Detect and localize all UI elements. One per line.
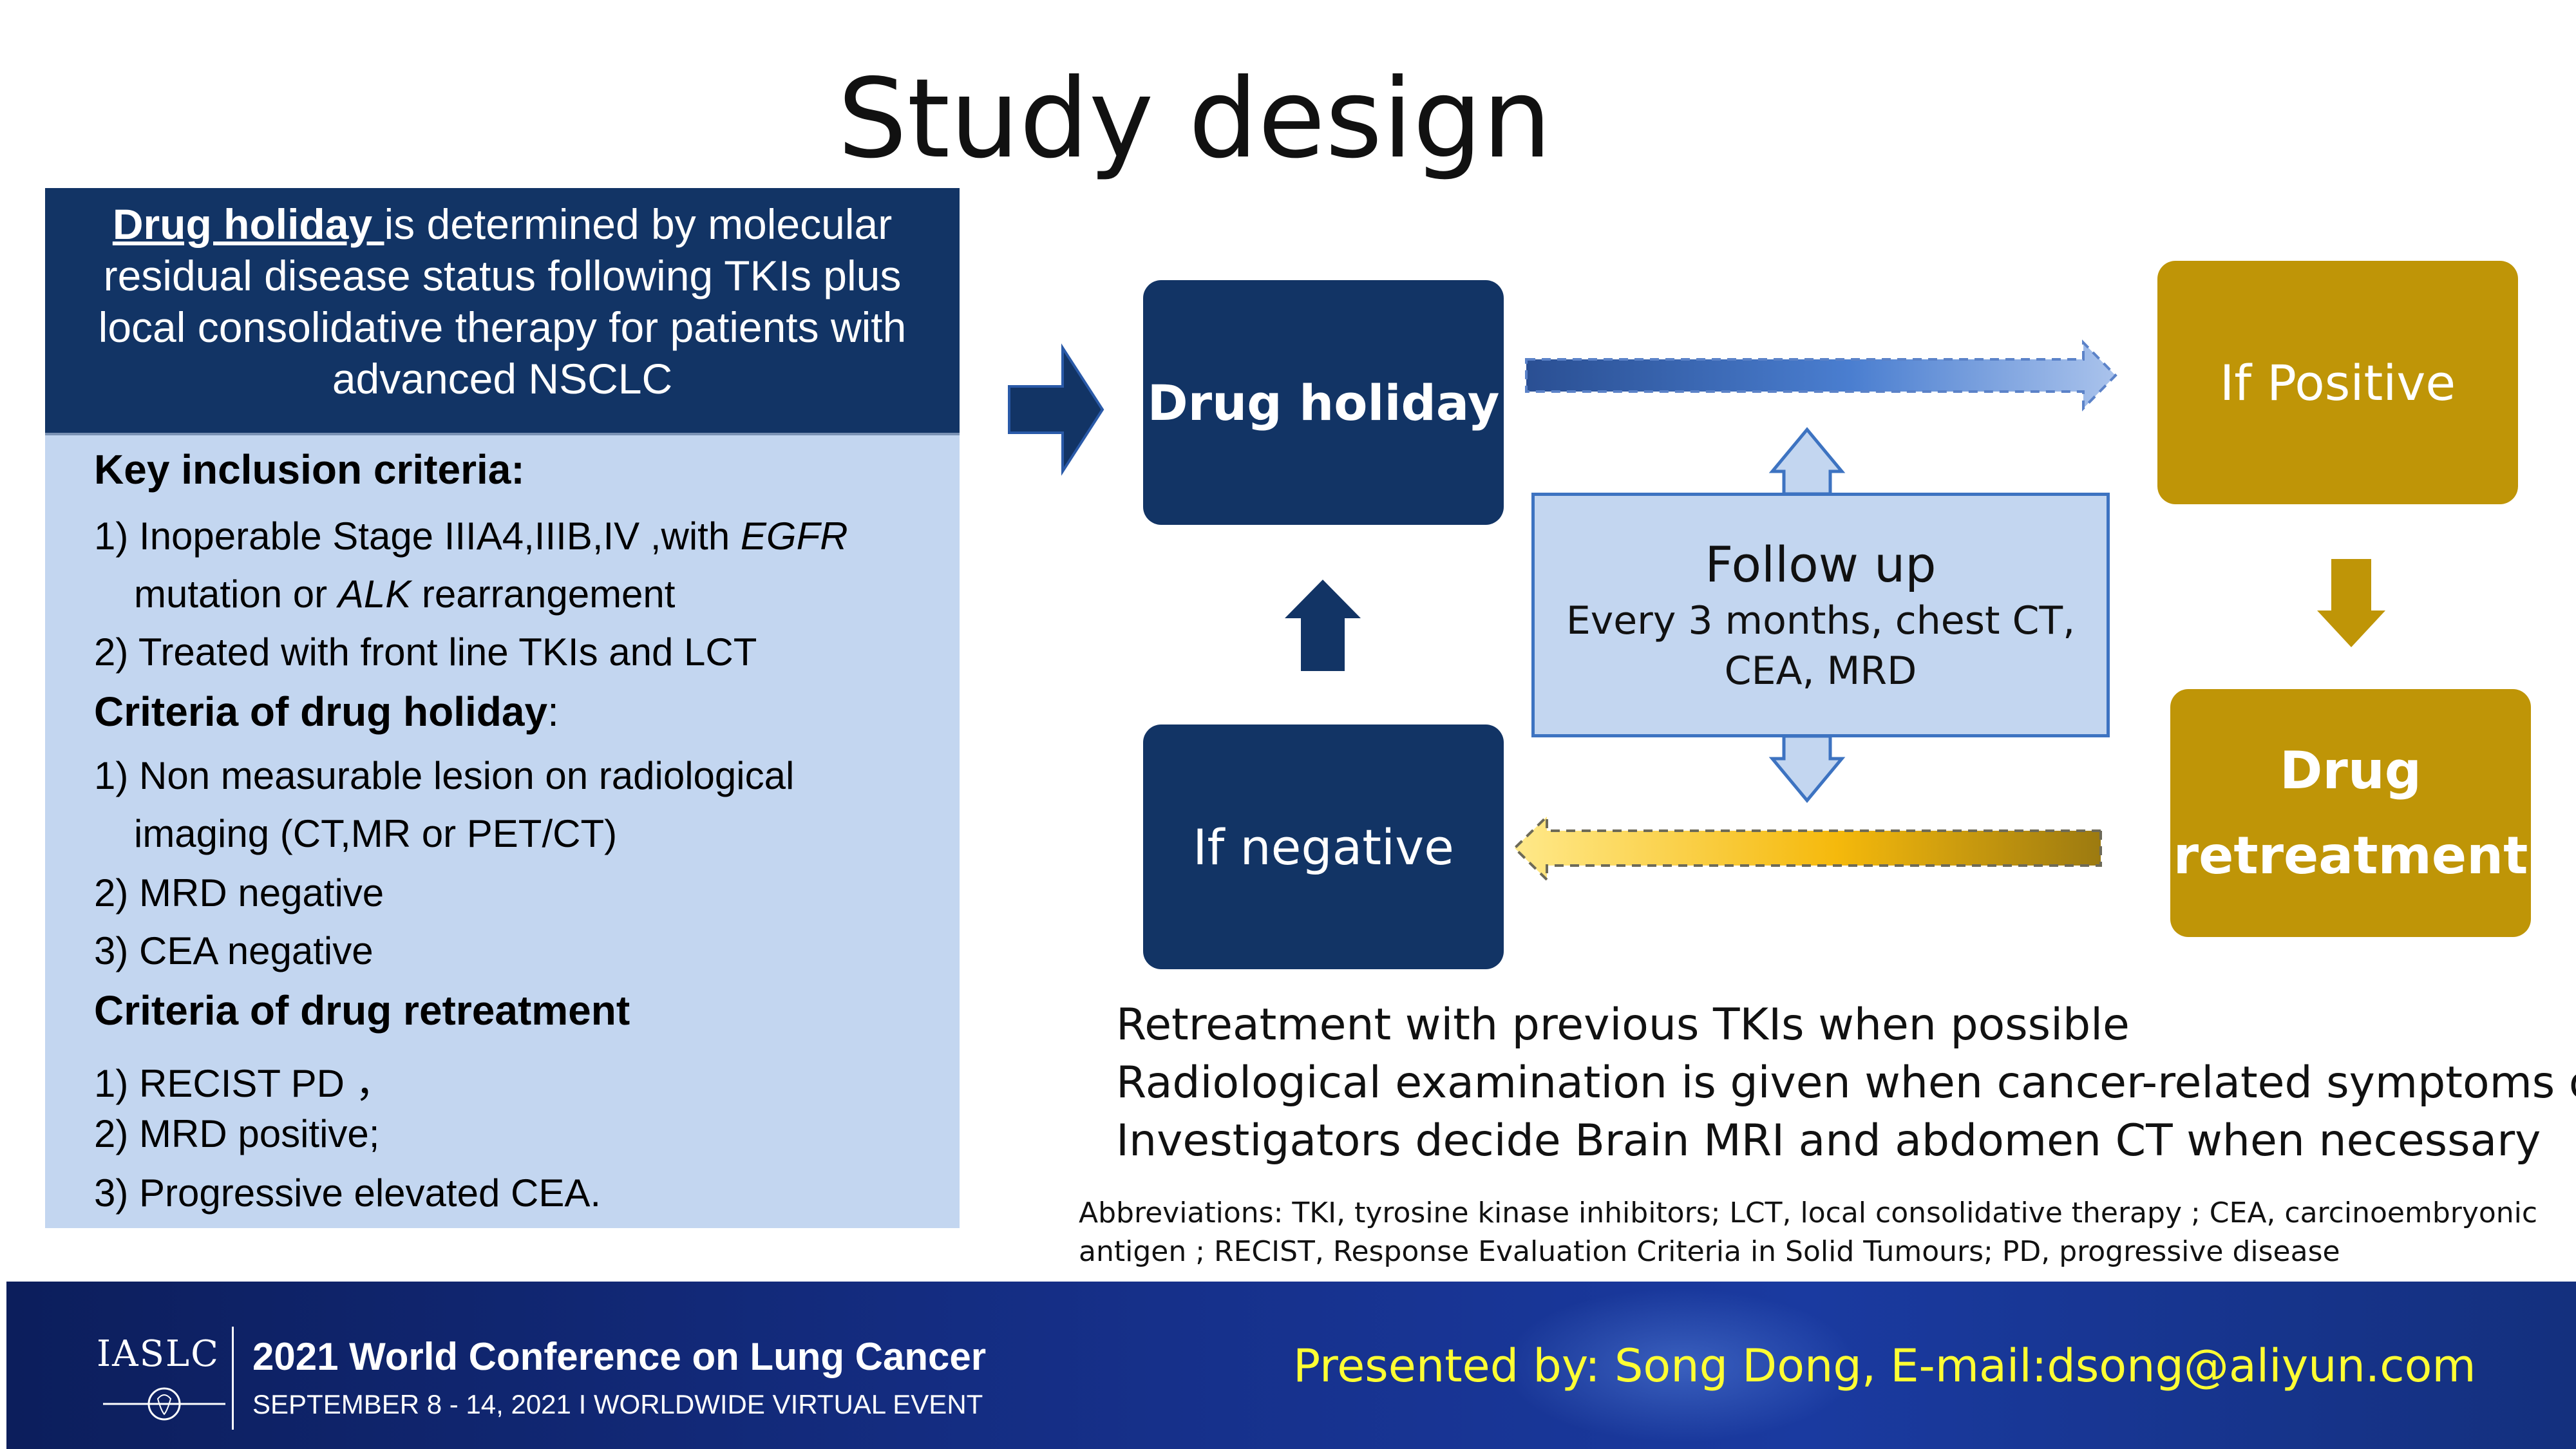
follow-up-title: Follow up xyxy=(1705,536,1937,593)
abbreviations-line-1: Abbreviations: TKI, tyrosine kinase inhi… xyxy=(1079,1197,2538,1229)
inclusion-criterion-1: 1) Inoperable Stage IIIA4,IIIB,IV ,with … xyxy=(94,514,848,558)
retreatment-criterion-2: 2) MRD positive; xyxy=(94,1112,380,1155)
rearrangement-text: rearrangement xyxy=(411,573,676,616)
definition-line-1: is determined by molecular xyxy=(384,200,893,248)
main-right-arrow-icon xyxy=(1008,343,1104,476)
abbreviations-line-2: antigen ; RECIST, Response Evaluation Cr… xyxy=(1079,1235,2340,1268)
footer-light-streak xyxy=(1488,1282,1874,1449)
to-negative-arrow-icon xyxy=(1513,813,2102,883)
egfr-text: EGFR xyxy=(740,515,848,558)
follow-up-down-arrow-icon xyxy=(1768,734,1846,803)
holiday-criterion-1: 1) Non measurable lesion on radiological xyxy=(94,754,795,797)
mutation-text: mutation or xyxy=(134,573,338,616)
holiday-criterion-2: 2) MRD negative xyxy=(94,871,384,914)
inclusion-criteria-heading: Key inclusion criteria: xyxy=(94,446,525,493)
definition-line-3: local consolidative therapy for patients… xyxy=(98,303,907,351)
drug-holiday-term: Drug holiday xyxy=(112,200,384,248)
follow-up-schedule: Every 3 months, chest CT, xyxy=(1566,598,2076,643)
criteria-panel xyxy=(45,433,960,1228)
note-3: Investigators decide Brain MRI and abdom… xyxy=(1116,1115,2541,1166)
conference-title: 2021 World Conference on Lung Cancer xyxy=(252,1335,987,1378)
inclusion-criterion-1-continued: mutation or ALK rearrangement xyxy=(134,572,675,616)
holiday-criteria-heading: Criteria of drug holiday: xyxy=(94,688,559,735)
drug-retreatment-box: Drug retreatment xyxy=(2170,689,2531,937)
note-1: Retreatment with previous TKIs when poss… xyxy=(1116,999,2130,1050)
slide-title: Study design xyxy=(837,55,1552,183)
retreatment-criterion-3: 3) Progressive elevated CEA. xyxy=(94,1171,601,1215)
retreatment-criteria-heading: Criteria of drug retreatment xyxy=(94,987,630,1034)
alk-text: ALK xyxy=(337,573,412,616)
down-arrow-icon xyxy=(2317,559,2385,647)
follow-up-tests: CEA, MRD xyxy=(1724,649,1917,694)
presenter-contact: Presented by: Song Dong, E-mail:dsong@al… xyxy=(1293,1340,2476,1392)
retreatment-line-1: Drug xyxy=(2279,740,2422,800)
drug-holiday-box: Drug holiday xyxy=(1143,280,1504,525)
holiday-criterion-3: 3) CEA negative xyxy=(94,929,374,972)
footer-divider xyxy=(232,1327,234,1430)
inclusion-criterion-2: 2) Treated with front line TKIs and LCT xyxy=(94,630,757,674)
note-2: Radiological examination is given when c… xyxy=(1116,1057,2576,1108)
retreatment-criterion-1: 1) RECIST PD ， xyxy=(94,1062,394,1105)
holiday-criterion-1-continued: imaging (CT,MR or PET/CT) xyxy=(134,812,618,855)
follow-up-box: Follow up Every 3 months, chest CT, CEA,… xyxy=(1531,493,2110,737)
iaslc-logo: IASLC xyxy=(97,1333,220,1375)
inclusion-criterion-1-text: 1) Inoperable Stage IIIA4,IIIB,IV ,with xyxy=(94,515,741,558)
follow-up-up-arrow-icon xyxy=(1768,427,1846,496)
holiday-criteria-heading-text: Criteria of drug holiday xyxy=(94,688,548,735)
retreatment-line-2: retreatment xyxy=(2173,825,2528,886)
definition-line-2: residual disease status following TKIs p… xyxy=(103,252,902,299)
definition-line-4: advanced NSCLC xyxy=(332,355,673,402)
drug-holiday-definition: Drug holiday is determined by molecular … xyxy=(45,188,960,433)
conference-footer xyxy=(6,1282,2576,1449)
iaslc-emblem-icon xyxy=(103,1387,225,1421)
if-negative-box: If negative xyxy=(1143,724,1504,969)
conference-subtitle: SEPTEMBER 8 - 14, 2021 I WORLDWIDE VIRTU… xyxy=(252,1389,983,1419)
to-positive-arrow-icon xyxy=(1525,339,2117,412)
up-arrow-icon xyxy=(1285,580,1361,671)
holiday-criteria-colon: : xyxy=(547,688,559,735)
if-positive-box: If Positive xyxy=(2157,261,2518,504)
